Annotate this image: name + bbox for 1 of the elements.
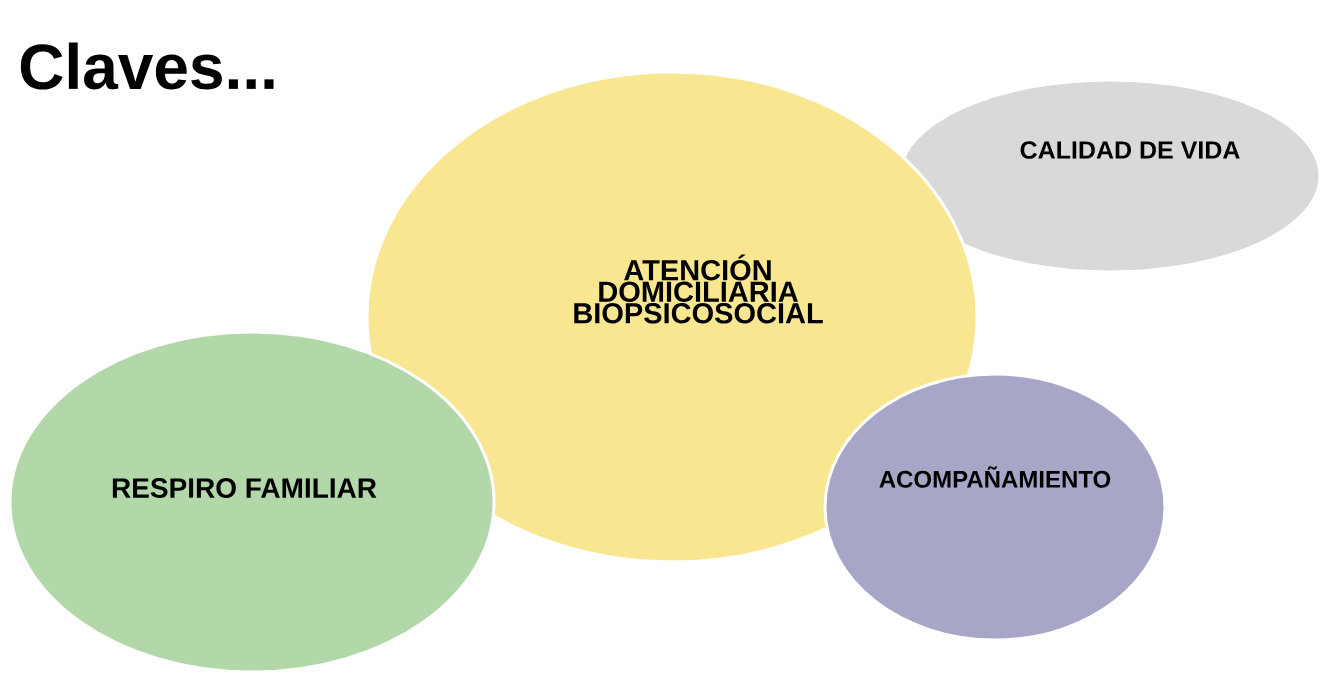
title: Claves...: [20, 42, 274, 90]
